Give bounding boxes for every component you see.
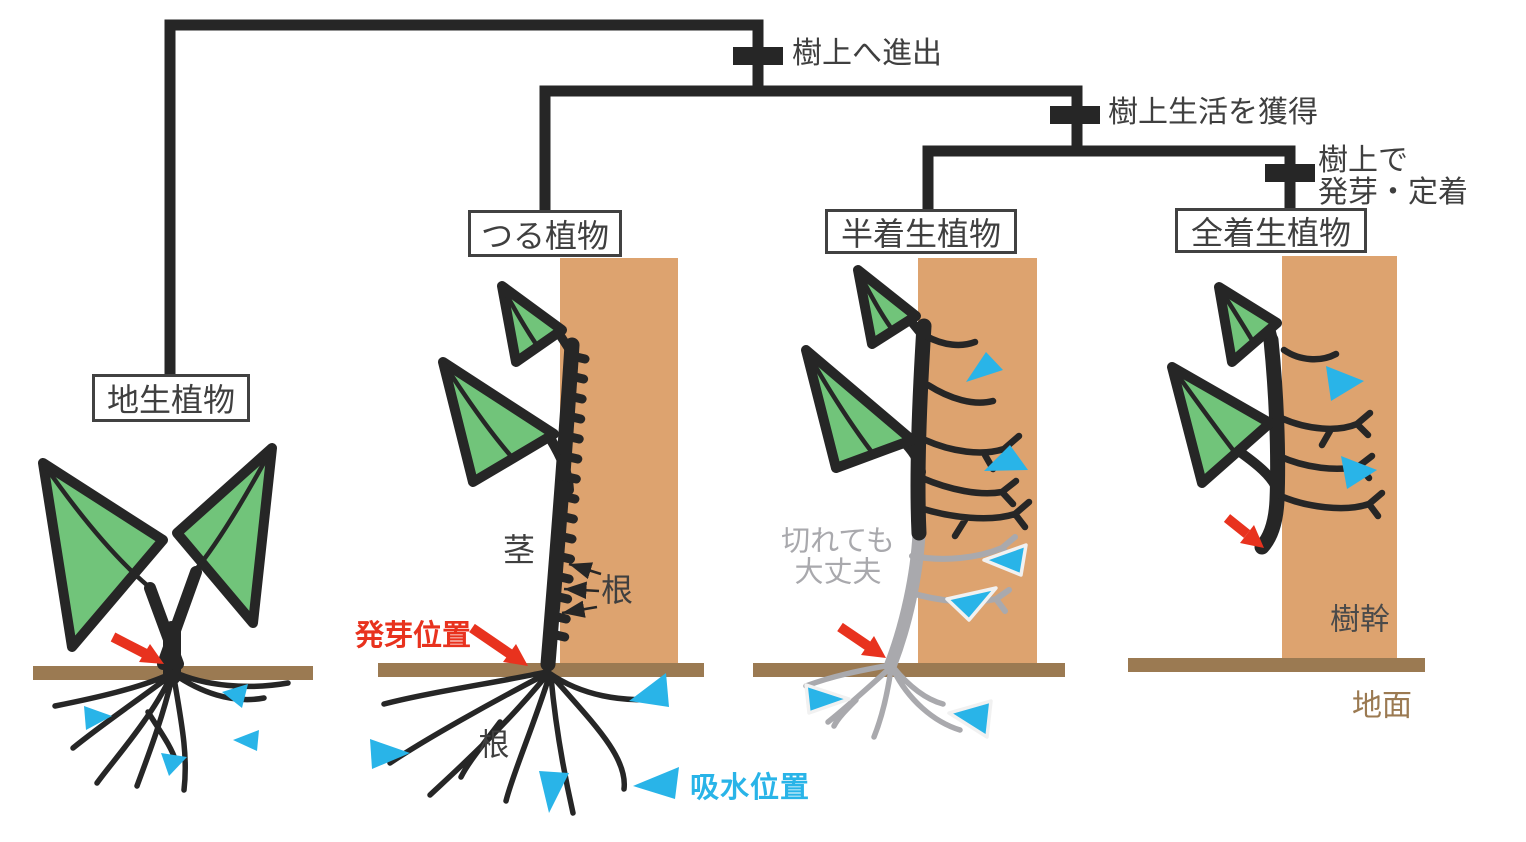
underground-root-part-label: 根 (478, 727, 510, 763)
germination-arrow-icon (837, 622, 886, 658)
event-marker-germinate-icon (1265, 164, 1315, 182)
upper-stem (910, 318, 932, 541)
plant-name-box-full-epiphyte: 全着生植物 (1175, 208, 1367, 253)
tree-branch-epiphyte (922, 145, 1296, 212)
severed-lower-stem (884, 526, 926, 671)
cut-ok-label: 切れても 大丈夫 (781, 525, 895, 590)
water-absorption-icon (982, 543, 1028, 577)
leaf (801, 345, 917, 473)
leaf (38, 458, 168, 652)
cut-ok-line1: 切れても (781, 525, 895, 558)
leaf-vein (1169, 364, 1236, 453)
full-epiphyte-figure (1167, 282, 1386, 555)
water-absorption-icon (1341, 456, 1377, 489)
aerial-root-part-label: 根 (600, 572, 634, 609)
water-absorption-icon (370, 739, 410, 769)
underground-roots (381, 669, 663, 816)
node-label-germinate-on-trees: 樹上で 発芽・定着 (1318, 145, 1468, 208)
water-absorption-icon (233, 730, 259, 751)
cut-ok-line2: 大丈夫 (794, 557, 882, 589)
node-label-germinate-line1: 樹上で (1318, 144, 1408, 177)
ground-bars (33, 658, 1425, 680)
underground-roots (52, 669, 291, 793)
water-absorption-icon (947, 699, 993, 739)
leaf-vein (440, 359, 513, 458)
leaf-vein (1216, 284, 1255, 343)
node-label-germinate-line2: 発芽・定着 (1318, 175, 1468, 209)
germination-position-label: 発芽位置 (354, 619, 472, 652)
plant-name-box-terrestrial: 地生植物 (92, 374, 250, 422)
water-absorption-icon (1326, 366, 1364, 401)
tree-trunk-label: 樹幹 (1330, 603, 1390, 637)
event-marker-acquire-icon (1050, 106, 1100, 124)
ground-surface-label: 地面 (1352, 689, 1412, 723)
ground-bar-full-epiphyte (1128, 658, 1425, 672)
water-absorption-icon (539, 771, 569, 813)
water-absorption-icon (804, 683, 851, 715)
clinging-root-pegs (547, 351, 590, 642)
germination-arrow-icon (1223, 514, 1264, 548)
vine-plant-figure (370, 281, 679, 816)
terrestrial-plant-figure (38, 443, 291, 793)
aerial-root-pointer-icon (568, 562, 602, 580)
stem-part-label: 茎 (502, 532, 536, 569)
plant-name-box-vine: つる植物 (468, 210, 622, 257)
water-absorption-icon (945, 586, 998, 622)
water-absorption-icon (629, 673, 669, 707)
ground-bar-hemi-epiphyte (753, 663, 1065, 677)
plant-name-box-hemi-epiphyte: 半着生植物 (825, 209, 1017, 254)
germination-arrow-icon (469, 623, 528, 666)
leaf (1167, 362, 1275, 488)
water-absorption-position-label: 吸水位置 (689, 771, 811, 804)
ground-bar-vine (378, 663, 704, 677)
severed-underground-roots (803, 662, 963, 740)
water-absorption-icon (966, 352, 1003, 382)
leaf-vein (803, 347, 874, 454)
water-absorption-icon (222, 684, 248, 708)
aerial-root-pointer-icon (563, 581, 600, 600)
water-absorption-icon (84, 706, 112, 730)
leaf-vein (191, 445, 275, 575)
node-label-advance-to-trees: 樹上へ進出 (792, 37, 942, 70)
aerial-root-pointer-icon (561, 600, 598, 618)
leaf-vein (499, 283, 539, 347)
germination-arrow-icon (110, 632, 164, 664)
phylogeny-tree (164, 19, 1315, 378)
epiphyte-stem (1254, 332, 1286, 555)
water-absorption-icon (633, 767, 679, 799)
node-label-acquire-arboreal-life: 樹上生活を獲得 (1108, 96, 1318, 129)
leaf (438, 357, 559, 487)
water-absorption-icon (984, 445, 1028, 471)
leaf-vein (40, 460, 151, 589)
leaf (853, 265, 921, 349)
event-marker-advance-icon (733, 47, 783, 65)
leaf (497, 281, 567, 367)
hemi-epiphyte-figure (801, 265, 1033, 740)
water-absorption-icon (161, 753, 187, 776)
leaf-vein (855, 267, 894, 331)
